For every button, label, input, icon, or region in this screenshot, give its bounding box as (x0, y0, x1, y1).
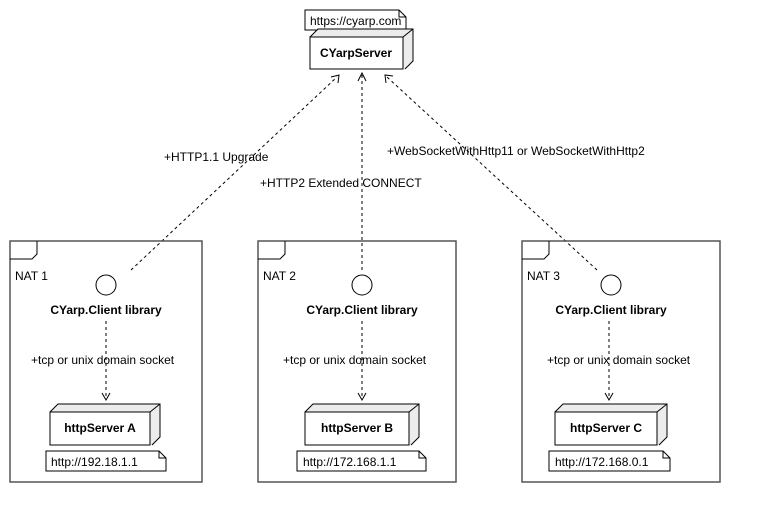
socket-link-label: +tcp or unix domain socket (547, 353, 691, 367)
nat-frame-3: NAT 3 CYarp.Client library +tcp or unix … (521, 240, 721, 483)
nat-title: NAT 2 (263, 269, 296, 283)
http-server-name: httpServer A (64, 421, 136, 435)
http-server-name: httpServer B (321, 421, 393, 435)
nat-title: NAT 3 (527, 269, 560, 283)
http-server-name: httpServer C (570, 421, 642, 435)
address-text: http://172.168.0.1 (555, 455, 649, 469)
address-note: http://172.168.1.1 (296, 450, 427, 472)
address-note: http://172.168.0.1 (548, 450, 671, 472)
connection-label-3: +WebSocketWithHttp11 or WebSocketWithHtt… (387, 144, 645, 158)
connection-arrow-3 (384, 74, 598, 271)
address-note: http://192.18.1.1 (45, 450, 167, 472)
client-interface-icon (351, 274, 373, 296)
address-text: http://172.168.1.1 (303, 455, 397, 469)
server-name: CYarpServer (320, 46, 392, 60)
cyarp-server-node: CYarpServer (309, 28, 414, 70)
socket-link-label: +tcp or unix domain socket (31, 353, 175, 367)
server-url-text: https://cyarp.com (310, 14, 401, 28)
nat-frame-1: NAT 1 CYarp.Client library +tcp or unix … (9, 240, 203, 483)
client-library-label: CYarp.Client library (50, 303, 162, 317)
client-interface-icon (95, 274, 117, 296)
http-server-node: httpServer C (554, 403, 668, 446)
address-text: http://192.18.1.1 (51, 455, 138, 469)
nat-title: NAT 1 (15, 269, 48, 283)
nat-frame-2: NAT 2 CYarp.Client library +tcp or unix … (257, 240, 457, 483)
connection-arrow-2 (357, 71, 367, 270)
client-interface-icon (600, 274, 622, 296)
client-library-label: CYarp.Client library (306, 303, 418, 317)
server-url-note: https://cyarp.com (304, 9, 407, 31)
socket-link-label: +tcp or unix domain socket (283, 353, 427, 367)
http-server-node: httpServer A (49, 403, 161, 446)
http-server-node: httpServer B (304, 403, 420, 446)
connection-label-1: +HTTP1.1 Upgrade (164, 150, 269, 164)
connection-arrow-1 (130, 74, 340, 271)
client-library-label: CYarp.Client library (555, 303, 667, 317)
connection-label-2: +HTTP2 Extended CONNECT (260, 176, 422, 190)
